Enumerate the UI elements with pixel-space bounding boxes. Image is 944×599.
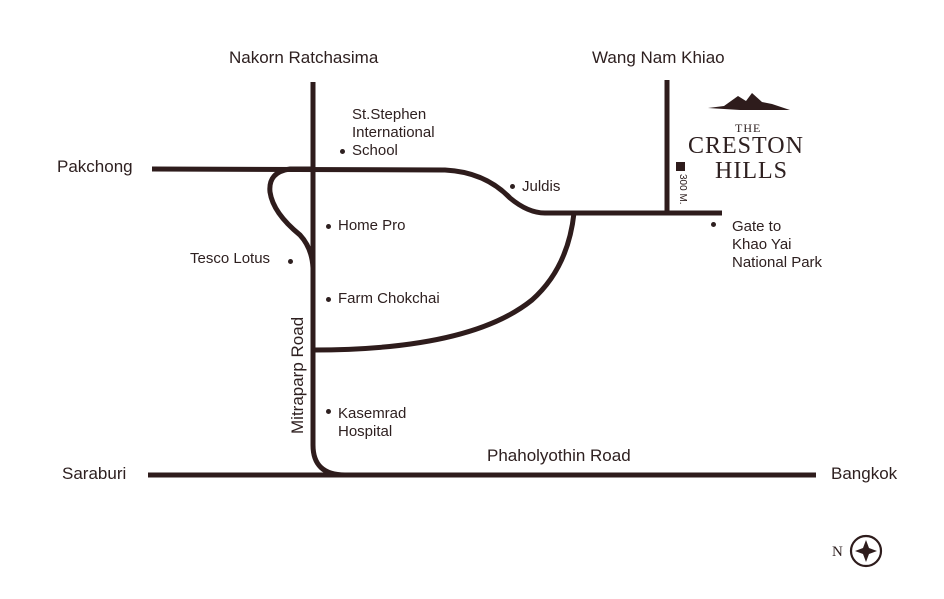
distance-marker-square — [676, 162, 685, 171]
gate-label-line2: Khao Yai — [732, 236, 792, 253]
destination-west: Pakchong — [57, 157, 133, 176]
school-label-line2: International — [352, 124, 435, 141]
hospital-label: Kasemrad Hospital — [338, 405, 406, 441]
distance-marker-label: 300 M. — [677, 174, 688, 205]
pakchong-road-line — [151, 166, 722, 216]
tesco-label: Tesco Lotus — [190, 250, 271, 267]
phaholyothin-road-label: Phaholyothin Road — [487, 446, 631, 465]
gate-label-line1: Gate to — [732, 218, 782, 235]
destination-southwest: Saraburi — [62, 464, 127, 483]
farm-dot — [326, 297, 331, 302]
gate-label-line3: National Park — [732, 254, 823, 271]
compass-letter: N — [832, 544, 843, 560]
compass-icon — [849, 534, 883, 568]
home-pro-dot — [326, 224, 331, 229]
hospital-label-line1: Kasemrad — [338, 405, 407, 422]
destination-southeast: Bangkok — [831, 464, 898, 483]
gate-label: Gate to Khao Yai National Park — [732, 218, 822, 272]
logo-creston: CRESTON — [688, 133, 804, 159]
gate-dot — [711, 222, 716, 227]
hospital-label-line2: Hospital — [338, 423, 393, 440]
loop-road-line — [267, 166, 316, 269]
home-pro-label: Home Pro — [338, 217, 406, 234]
destination-northeast: Wang Nam Khiao — [592, 48, 725, 67]
juldis-label: Juldis — [522, 178, 561, 195]
juldis-dot — [510, 184, 515, 189]
school-label-line3: School — [352, 142, 398, 159]
school-label-line1: St.Stephen — [352, 106, 427, 123]
logo-hills: HILLS — [715, 158, 788, 184]
destination-north: Nakorn Ratchasima — [229, 48, 379, 67]
hospital-dot — [326, 409, 331, 414]
mountain-logo-icon — [708, 93, 790, 110]
school-dot — [340, 149, 345, 154]
tesco-dot — [288, 259, 293, 264]
mitraparp-road-label: Mitraparp Road — [288, 316, 307, 434]
school-label: St.Stephen International School — [352, 106, 435, 160]
connector-road-line — [312, 212, 577, 353]
logo-the: THE — [735, 121, 762, 135]
farm-label: Farm Chokchai — [338, 290, 440, 307]
